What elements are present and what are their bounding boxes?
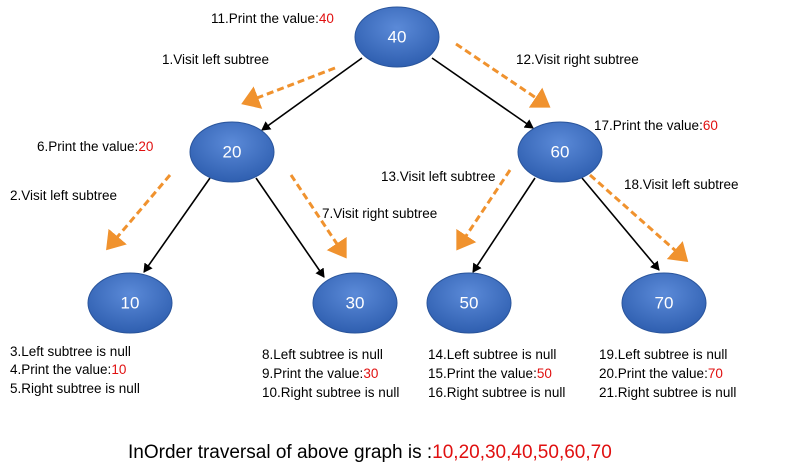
arrow-visit-right-20 [289, 174, 347, 259]
step-12: 12.Visit right subtree [516, 52, 639, 67]
node-value: 60 [551, 142, 570, 161]
arrow-visit-left-60 [456, 169, 512, 251]
step-7: 7.Visit right subtree [322, 206, 437, 221]
node-value: 40 [388, 27, 407, 46]
edge-60-70 [581, 177, 660, 271]
node-10: 10 [87, 272, 173, 334]
step-15: 15.Print the value:50 [428, 366, 552, 381]
step-5: 5.Right subtree is null [10, 381, 140, 396]
step-11: 11.Print the value:40 [211, 11, 334, 26]
node-value: 30 [346, 293, 365, 312]
arrow-visit-right-40 [455, 42, 551, 108]
edge-20-10 [143, 177, 211, 273]
node-30: 30 [312, 272, 398, 334]
step-3: 3.Left subtree is null [10, 344, 131, 359]
arrow-visit-left-40 [241, 66, 336, 109]
traversal-result: InOrder traversal of above graph is :10,… [128, 442, 612, 463]
node-value: 50 [460, 293, 479, 312]
edge-40-20 [261, 57, 363, 131]
step-18: 18.Visit left subtree [624, 177, 739, 192]
step-8: 8.Left subtree is null [262, 347, 383, 362]
step-4: 4.Print the value:10 [10, 362, 126, 377]
step-16: 16.Right subtree is null [428, 385, 565, 400]
node-20: 20 [189, 121, 275, 183]
step-17: 17.Print the value:60 [594, 118, 718, 133]
node-60: 60 [517, 121, 603, 183]
step-19: 19.Left subtree is null [599, 347, 727, 362]
node-50: 50 [426, 272, 512, 334]
edge-40-60 [431, 57, 534, 129]
step-14: 14.Left subtree is null [428, 347, 556, 362]
node-value: 70 [655, 293, 674, 312]
step-13: 13.Visit left subtree [381, 169, 496, 184]
step-21: 21.Right subtree is null [599, 385, 736, 400]
node-value: 20 [223, 142, 242, 161]
node-value: 10 [121, 293, 140, 312]
step-1: 1.Visit left subtree [162, 52, 269, 67]
node-70: 70 [621, 272, 707, 334]
node-40: 40 [354, 6, 440, 68]
step-20: 20.Print the value:70 [599, 366, 723, 381]
edge-60-50 [472, 177, 536, 273]
edge-20-30 [255, 177, 325, 278]
step-6: 6.Print the value:20 [37, 139, 153, 154]
arrow-visit-left-20 [106, 174, 172, 251]
step-9: 9.Print the value:30 [262, 366, 378, 381]
step-10: 10.Right subtree is null [262, 385, 399, 400]
step-2: 2.Visit left subtree [10, 188, 117, 203]
